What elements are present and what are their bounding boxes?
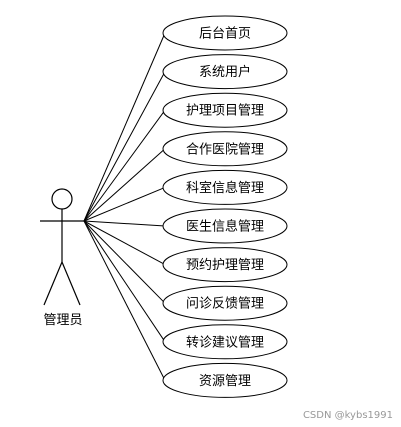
use-case-label: 医生信息管理 [186, 219, 264, 235]
actor-right-leg [61, 261, 81, 306]
association-line [83, 220, 166, 227]
use-case: 系统用户 [162, 54, 288, 90]
association-line [83, 148, 166, 222]
use-case: 转诊建议管理 [162, 324, 288, 360]
association-line [83, 220, 166, 304]
use-case-label: 问诊反馈管理 [186, 297, 264, 312]
use-case-label: 科室信息管理 [186, 180, 264, 196]
use-case: 医生信息管理 [162, 208, 288, 244]
use-case-label: 合作医院管理 [186, 142, 264, 157]
use-case-ellipse [162, 362, 288, 398]
watermark: CSDN @kybs1991 [302, 410, 393, 421]
use-case-label: 后台首页 [199, 27, 251, 42]
use-case-label: 资源管理 [199, 374, 251, 389]
actor-head [51, 188, 73, 210]
association-line [83, 220, 166, 343]
association-line [83, 109, 166, 222]
use-case-label: 转诊建议管理 [186, 335, 264, 350]
association-line [83, 220, 166, 381]
actor-left-leg [43, 261, 63, 306]
use-case-ellipse [162, 285, 288, 321]
actor-figure [40, 188, 84, 306]
use-case-ellipse [162, 15, 288, 51]
use-case: 合作医院管理 [162, 131, 288, 167]
use-case-ellipse [162, 247, 288, 283]
use-case-ellipse [162, 131, 288, 167]
use-case-ellipse [162, 92, 288, 128]
use-case: 资源管理 [162, 362, 288, 398]
use-case-ellipse [162, 169, 288, 205]
use-case-label: 预约护理管理 [186, 258, 264, 273]
association-lines [83, 32, 166, 381]
use-case: 后台首页 [162, 15, 288, 51]
actor-label: 管理员 [43, 313, 82, 328]
use-case: 护理项目管理 [162, 92, 288, 128]
association-line [83, 32, 166, 222]
use-case: 问诊反馈管理 [162, 285, 288, 321]
use-case-ellipse [162, 208, 288, 244]
association-line [83, 186, 166, 222]
use-case-ellipse [162, 324, 288, 360]
use-case-list: 后台首页系统用户护理项目管理合作医院管理科室信息管理医生信息管理预约护理管理问诊… [162, 15, 288, 398]
use-case-label: 系统用户 [199, 64, 251, 80]
association-line [83, 220, 166, 266]
use-case: 预约护理管理 [162, 247, 288, 283]
association-line [83, 71, 166, 222]
use-case-label: 护理项目管理 [186, 104, 264, 119]
use-case-ellipse [162, 54, 288, 90]
use-case: 科室信息管理 [162, 169, 288, 205]
